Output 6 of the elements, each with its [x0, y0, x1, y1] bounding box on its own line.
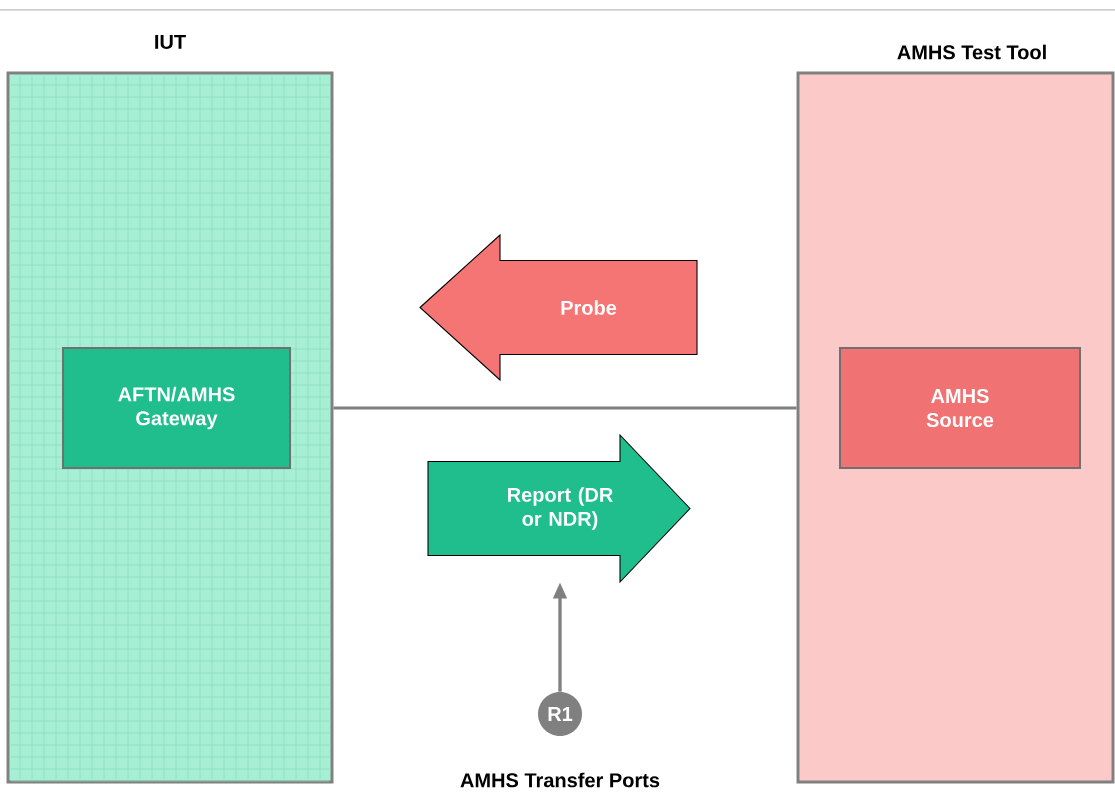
component-box: AMHS Source [839, 347, 1081, 469]
caption-text: AMHS Transfer Ports [460, 772, 660, 788]
node-label: AMHS Test Tool [897, 44, 1046, 60]
node-label: IUT [155, 35, 186, 49]
connection-line [333, 406, 797, 410]
component-box: AFTN/AMHS Gateway [62, 347, 291, 469]
